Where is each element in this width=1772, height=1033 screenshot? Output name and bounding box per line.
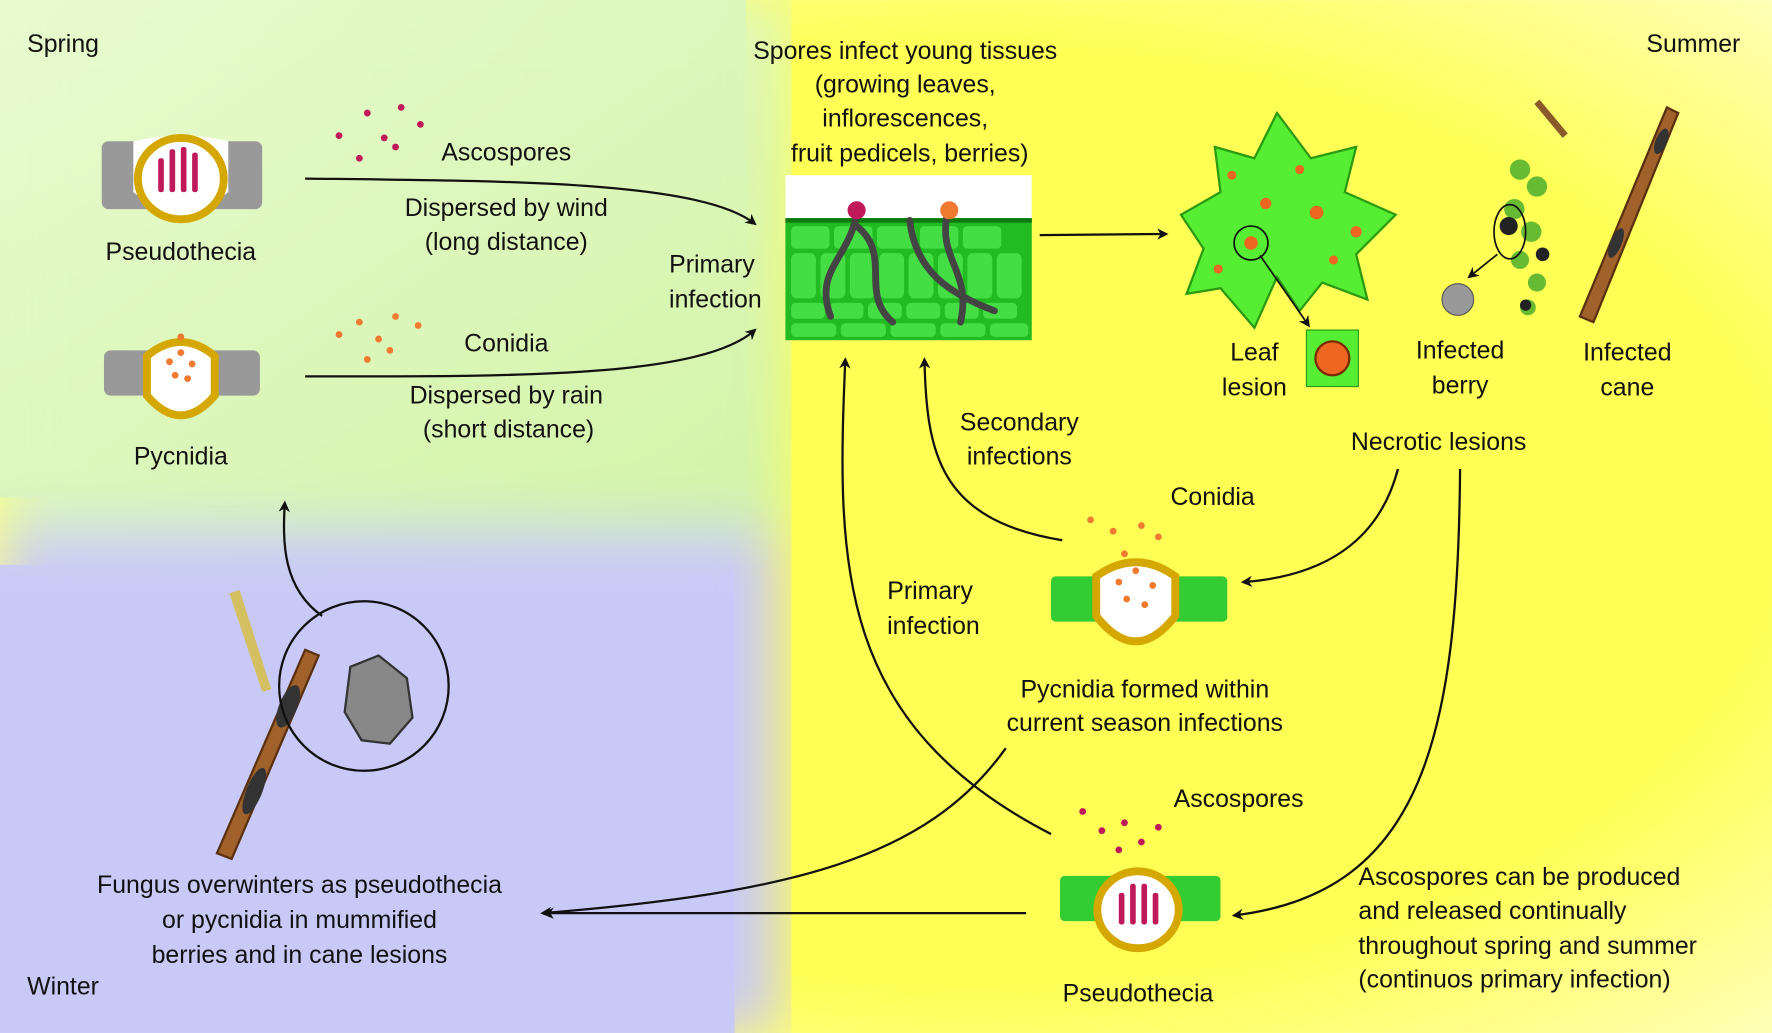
leaf-lesion-line-2: lesion — [1222, 374, 1287, 402]
overwinter-line-1: Fungus overwinters as pseudothecia — [97, 871, 502, 899]
continual-note-line-3: throughout spring and summer — [1358, 932, 1697, 960]
pseudothecium-illustration — [101, 133, 263, 224]
arrow-pycnidia-to-winter — [540, 747, 1007, 919]
infected-berry-line-2: berry — [1432, 371, 1489, 399]
rain-dispersal-line-1: Dispersed by rain — [410, 381, 603, 409]
conidia-cloud — [335, 313, 422, 363]
infection-site-line-2: (growing leaves, — [815, 71, 996, 99]
pseudothecia-label: Pseudothecia — [105, 238, 256, 266]
infection-site-line-1: Spores infect young tissues — [753, 37, 1057, 65]
arrow-winter-to-spring — [278, 500, 323, 617]
summer-conidia-label: Conidia — [1170, 483, 1254, 511]
secondary-infections-line-2: infections — [967, 443, 1072, 471]
infection-site-line-4: fruit pedicels, berries) — [791, 140, 1029, 168]
host-tissue-illustration — [785, 175, 1032, 341]
secondary-infections-line-1: Secondary — [960, 409, 1079, 437]
arrow-tissue-to-symptoms — [1039, 228, 1169, 240]
pycnidia-formed-line-1: Pycnidia formed within — [1020, 675, 1269, 703]
summer-pseudothecium-illustration — [1060, 808, 1221, 953]
infected-berry-cluster-illustration — [1441, 99, 1568, 316]
leaf-illustration — [1179, 110, 1398, 388]
wind-dispersal-line-1: Dispersed by wind — [405, 194, 608, 222]
ascospore-cloud — [335, 104, 424, 162]
continual-note-line-2: and released continually — [1358, 897, 1627, 925]
summer-ascospores-label: Ascospores — [1174, 785, 1304, 813]
season-winter: Winter — [27, 973, 99, 1001]
overwinter-line-2: or pycnidia in mummified — [162, 906, 437, 934]
infected-cane-line-2: cane — [1600, 374, 1654, 402]
necrotic-lesions-label: Necrotic lesions — [1351, 428, 1526, 456]
infected-cane-line-1: Infected — [1583, 339, 1671, 367]
rain-dispersal-line-2: (short distance) — [423, 415, 594, 443]
pycnidium-illustration — [103, 333, 260, 420]
overwintering-cane-illustration — [215, 589, 450, 861]
wind-dispersal-line-2: (long distance) — [425, 228, 588, 256]
infected-berry-line-1: Infected — [1416, 336, 1504, 364]
summer-pycnidium-illustration — [1050, 516, 1228, 646]
summer-primary-infection-line-1: Primary — [887, 577, 973, 605]
primary-infection-line-2: infection — [669, 285, 762, 313]
arrow-summer-primary-infection — [839, 357, 1052, 836]
infected-cane-illustration — [1578, 105, 1680, 324]
conidia-label: Conidia — [464, 330, 548, 358]
arrow-lesions-to-pycnidia — [1240, 468, 1400, 588]
pycnidia-formed-line-2: current season infections — [1007, 709, 1283, 737]
arrow-lesions-to-pseudothecia — [1231, 469, 1462, 920]
overwinter-line-3: berries and in cane lesions — [152, 941, 448, 969]
summer-primary-infection-line-2: infection — [887, 612, 980, 640]
summer-pseudothecia-label: Pseudothecia — [1063, 979, 1214, 1007]
season-spring: Spring — [27, 30, 99, 58]
leaf-lesion-line-1: Leaf — [1230, 339, 1278, 367]
continual-note-line-4: (continuos primary infection) — [1358, 966, 1670, 994]
ascospores-label: Ascospores — [441, 139, 571, 167]
arrow-secondary-infections — [918, 357, 1063, 542]
season-summer: Summer — [1646, 30, 1740, 58]
pycnidia-label: Pycnidia — [134, 443, 228, 471]
arrow-conidia-to-tissue — [305, 328, 757, 378]
arrow-ascospores-to-tissue — [305, 177, 757, 226]
continual-note-line-1: Ascospores can be produced — [1358, 863, 1680, 891]
infection-site-line-3: inflorescences, — [822, 105, 988, 133]
primary-infection-line-1: Primary — [669, 250, 755, 278]
